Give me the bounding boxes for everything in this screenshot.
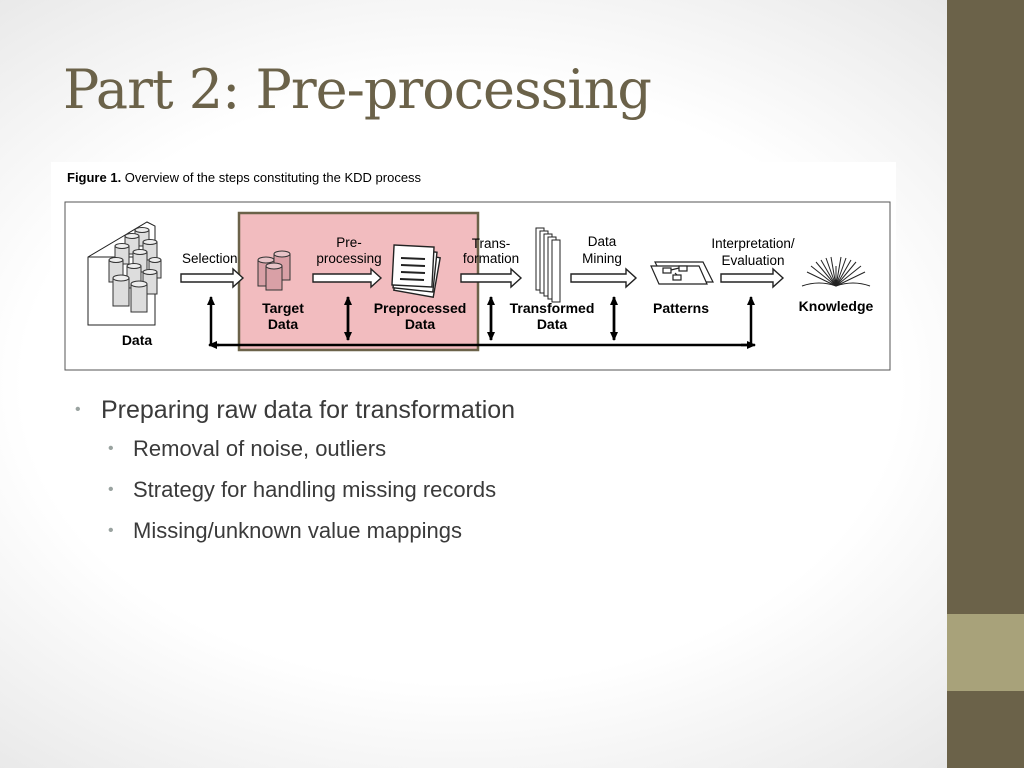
label-pre: Pre- xyxy=(336,235,362,250)
sub-bullet-text: Missing/unknown value mappings xyxy=(133,518,462,543)
bullet-item: • Preparing raw data for transformation xyxy=(75,392,515,428)
kdd-diagram: Selection Pre- processing Trans- formati… xyxy=(64,201,891,371)
label-target-1: Target xyxy=(262,300,304,316)
sub-bullet-item: • Missing/unknown value mappings xyxy=(75,510,515,551)
sub-bullet-text: Removal of noise, outliers xyxy=(133,436,387,461)
preprocessed-data-icon xyxy=(391,244,441,298)
knowledge-icon xyxy=(801,256,871,287)
sub-bullet-item: • Strategy for handling missing records xyxy=(75,469,515,510)
raw-data-icon xyxy=(87,221,162,326)
target-data-icon xyxy=(257,250,291,291)
label-target-2: Data xyxy=(268,316,299,332)
forward-arrows xyxy=(180,267,785,289)
label-transformed-2: Data xyxy=(537,316,568,332)
label-processing: processing xyxy=(316,251,381,266)
label-data: Data xyxy=(122,332,153,348)
figure-caption-label: Figure 1. xyxy=(67,170,122,185)
label-selection: Selection xyxy=(182,251,238,266)
bullet-dot-icon: • xyxy=(108,481,114,498)
label-interpretation: Interpretation/ xyxy=(711,236,795,251)
figure-caption-text: Overview of the steps constituting the K… xyxy=(121,170,422,185)
bullet-dot-icon: • xyxy=(108,522,114,539)
bullet-dot-icon: • xyxy=(108,440,114,457)
bullet-dot-icon: • xyxy=(75,401,81,418)
sub-bullet-item: • Removal of noise, outliers xyxy=(75,428,515,469)
label-trans: Trans- xyxy=(472,236,511,251)
label-preprocessed-1: Preprocessed xyxy=(374,300,467,316)
kdd-figure: Figure 1. Overview of the steps constitu… xyxy=(51,162,896,374)
label-evaluation: Evaluation xyxy=(721,253,784,268)
transformed-data-icon xyxy=(535,227,561,303)
label-data-mining-2: Mining xyxy=(582,251,622,266)
feedback-arrows xyxy=(207,296,756,349)
label-preprocessed-2: Data xyxy=(405,316,436,332)
label-data-mining-1: Data xyxy=(588,234,617,249)
label-transformed-1: Transformed xyxy=(510,300,595,316)
sub-bullet-text: Strategy for handling missing records xyxy=(133,477,497,502)
patterns-icon xyxy=(650,261,714,285)
figure-caption: Figure 1. Overview of the steps constitu… xyxy=(67,170,421,185)
slide-title: Part 2: Pre-processing xyxy=(63,58,652,121)
sidebar-accent-block xyxy=(947,614,1024,691)
bullet-text: Preparing raw data for transformation xyxy=(101,396,516,424)
label-patterns: Patterns xyxy=(653,300,709,316)
label-knowledge: Knowledge xyxy=(799,298,874,314)
label-formation: formation xyxy=(463,251,519,266)
bullet-list: • Preparing raw data for transformation •… xyxy=(75,392,515,551)
